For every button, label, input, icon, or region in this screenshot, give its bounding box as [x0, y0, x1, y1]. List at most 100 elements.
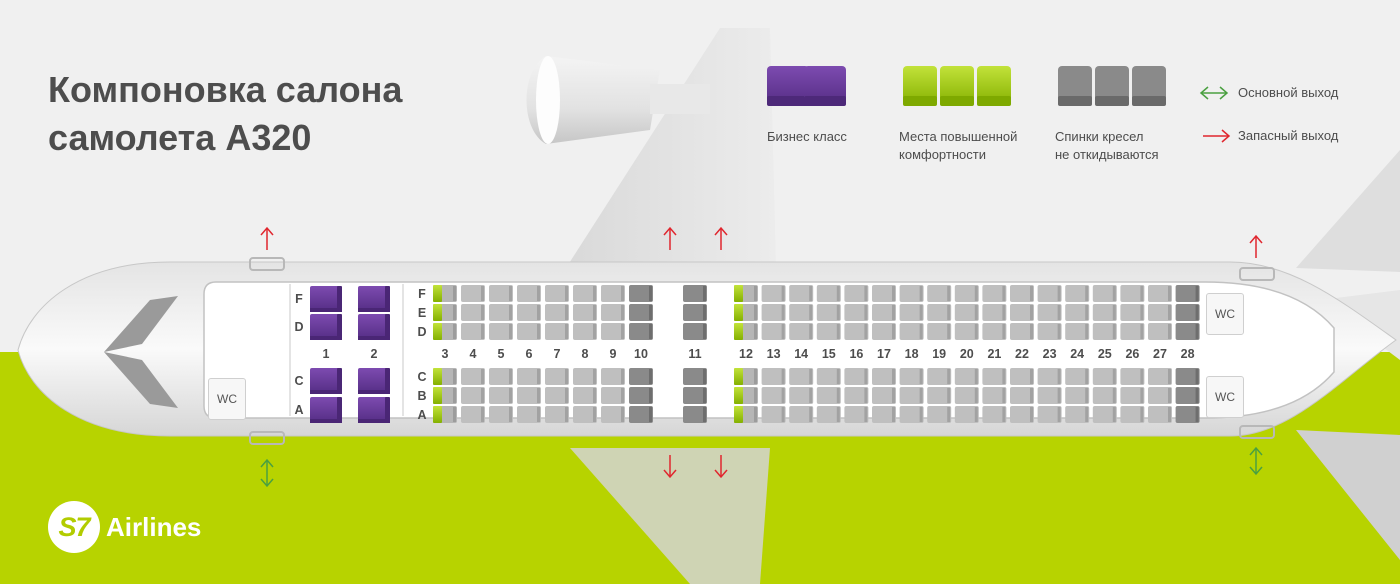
seat-22A [1010, 406, 1034, 423]
seat-3F [433, 285, 457, 302]
seat-10D [629, 323, 653, 340]
seat-18D [899, 323, 924, 340]
seat-25A [1092, 406, 1117, 423]
exit-front-right-icon [260, 458, 274, 488]
row-number-6: 6 [525, 347, 533, 361]
seat-25F [1092, 285, 1117, 302]
seat-24A [1065, 406, 1090, 423]
seat-20D [954, 323, 979, 340]
seat-8D [573, 323, 597, 340]
seat-19F [927, 285, 952, 302]
seat-15A [816, 406, 841, 423]
seat-27D [1148, 323, 1172, 340]
seat-21C [982, 368, 1007, 385]
seat-7E [545, 304, 569, 321]
seat-17D [872, 323, 896, 340]
seat-27F [1148, 285, 1172, 302]
seat-3D [433, 323, 457, 340]
seat-14F [789, 285, 814, 302]
seat-8B [573, 387, 597, 404]
seat-23F [1037, 285, 1062, 302]
legend-fixed-label: Спинки кресел не откидываются [1055, 129, 1159, 162]
seat-7D [545, 323, 569, 340]
seat-24D [1065, 323, 1090, 340]
row-number-17: 17 [877, 347, 891, 361]
title-line-1: Компоновка салона [48, 69, 403, 110]
seat-15E [816, 304, 841, 321]
seat-28A [1175, 406, 1200, 423]
seat-5B [489, 387, 513, 404]
lavatory-rear-top: WC [1206, 293, 1244, 335]
legend-fixed-swatch [1058, 66, 1166, 106]
seat-5F [489, 285, 513, 302]
seat-7F [545, 285, 569, 302]
seat-9B [601, 387, 625, 404]
row-number-19: 19 [932, 347, 947, 361]
seat-7B [545, 387, 569, 404]
brand: S7 Airlines [48, 501, 201, 553]
seat-24C [1065, 368, 1090, 385]
seat-18A [899, 406, 924, 423]
seat-22F [1010, 285, 1034, 302]
seat-13E [761, 304, 786, 321]
seat-19B [927, 387, 952, 404]
seat-4D [461, 323, 485, 340]
seat-12A [734, 406, 758, 423]
seat-11C [683, 368, 707, 385]
row-number-25: 25 [1097, 347, 1112, 361]
seat-25B [1092, 387, 1117, 404]
seat-8A [573, 406, 597, 423]
exit-rear-right-icon [1249, 446, 1263, 476]
seat-16D [844, 323, 869, 340]
row-number-13: 13 [766, 347, 781, 361]
seat-18E [899, 304, 924, 321]
legend-main-exit-label: Основной выход [1238, 85, 1339, 100]
row-number-27: 27 [1153, 347, 1167, 361]
seat-6E [517, 304, 541, 321]
row-number-16: 16 [849, 347, 864, 361]
seat-20A [954, 406, 979, 423]
seat-26B [1120, 387, 1145, 404]
seat-10C [629, 368, 653, 385]
seat-21D [982, 323, 1007, 340]
legend-emergency-exit-label: Запасный выход [1238, 128, 1339, 143]
exit-wing-right-1-icon [663, 455, 677, 479]
row-number-3: 3 [441, 347, 449, 361]
seat-20F [954, 285, 979, 302]
economy-letter-E: E [417, 306, 427, 320]
legend-comfort-swatch [903, 66, 1011, 106]
seat-2D [358, 314, 390, 340]
main-exit-icon [1199, 86, 1229, 100]
seat-22B [1010, 387, 1034, 404]
seat-26D [1120, 323, 1145, 340]
seat-19E [927, 304, 952, 321]
seat-3E [433, 304, 457, 321]
row-number-7: 7 [553, 347, 561, 361]
seat-17A [872, 406, 896, 423]
seat-17F [872, 285, 896, 302]
row-number-18: 18 [904, 347, 919, 361]
economy-letter-F: F [418, 287, 426, 301]
seat-3C [433, 368, 457, 385]
seat-9D [601, 323, 625, 340]
seat-18F [899, 285, 924, 302]
row-number-11: 11 [688, 347, 702, 361]
seat-15D [816, 323, 841, 340]
seat-8E [573, 304, 597, 321]
seat-17E [872, 304, 896, 321]
seat-4F [461, 285, 485, 302]
business-letter-D: D [294, 320, 304, 334]
seat-13D [761, 323, 786, 340]
exit-rear-left-icon [1249, 234, 1263, 258]
seat-23A [1037, 406, 1062, 423]
legend-business-label: Бизнес класс [767, 129, 847, 144]
seat-26E [1120, 304, 1145, 321]
seat-8F [573, 285, 597, 302]
exit-wing-right-2-icon [714, 455, 728, 479]
seat-5A [489, 406, 513, 423]
seat-26C [1120, 368, 1145, 385]
seat-20C [954, 368, 979, 385]
seat-15F [816, 285, 841, 302]
lavatory-front: WC [208, 378, 246, 420]
